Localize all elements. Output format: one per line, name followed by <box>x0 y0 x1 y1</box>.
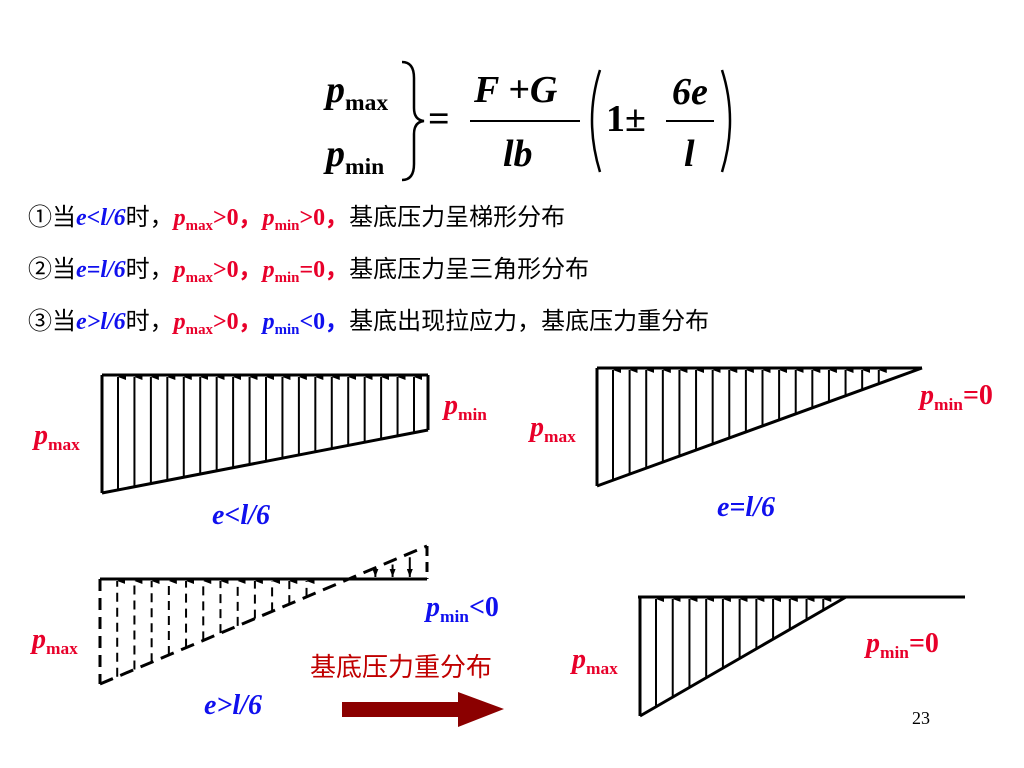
redistribution-label: 基底压力重分布 <box>310 653 493 683</box>
redistributed-pmin-label: pmin=0 <box>866 628 939 663</box>
formula-fraction-line <box>470 120 580 122</box>
triangle-diagram <box>595 366 923 488</box>
triangle-arrows <box>612 367 887 481</box>
formula-left-paren <box>590 69 602 173</box>
tension-arrows <box>116 557 413 677</box>
redistributed-arrows <box>655 596 832 707</box>
tension-pmax-label: pmax <box>32 624 78 659</box>
redistributed-pmax-label: pmax <box>572 644 618 679</box>
formula-brace <box>401 60 425 182</box>
formula-pmax: pmax <box>326 69 389 117</box>
triangle-caption: e=l/6 <box>717 492 775 523</box>
formula-inner-num: 6e <box>672 71 708 113</box>
case-line-3: ③当e>l/6时，pmax>0，pmin<0，基底出现拉应力，基底压力重分布 <box>28 307 710 339</box>
triangle-pmin-label: pmin=0 <box>920 380 993 415</box>
trapezoid-arrows <box>117 374 422 490</box>
formula-right-paren <box>720 69 732 173</box>
trapezoid-pmax-label: pmax <box>34 420 80 455</box>
redistributed-diagram <box>638 595 965 718</box>
trapezoid-diagram <box>100 373 430 495</box>
trapezoid-caption: e<l/6 <box>212 500 270 531</box>
trapezoid-pmin-label: pmin <box>444 390 487 425</box>
formula-one-pm: 1± <box>606 98 646 140</box>
tension-caption: e>l/6 <box>204 690 262 721</box>
formula-equals: = <box>428 98 450 140</box>
formula-numerator: F +G <box>474 69 558 111</box>
formula-denominator: lb <box>503 133 533 175</box>
triangle-pmax-label: pmax <box>530 412 576 447</box>
formula-pmin: pmin <box>326 133 385 181</box>
case-line-1: ①当e<l/6时，pmax>0，pmin>0，基底压力呈梯形分布 <box>28 203 566 235</box>
redistribution-arrow <box>342 692 504 727</box>
tension-diagram <box>98 544 429 686</box>
formula-inner-fraction-line <box>666 120 714 122</box>
case-line-2: ②当e=l/6时，pmax>0，pmin=0，基底压力呈三角形分布 <box>28 255 590 287</box>
page-number: 23 <box>912 708 930 728</box>
formula-inner-den: l <box>684 133 695 175</box>
tension-pmin-label: pmin<0 <box>426 592 499 627</box>
